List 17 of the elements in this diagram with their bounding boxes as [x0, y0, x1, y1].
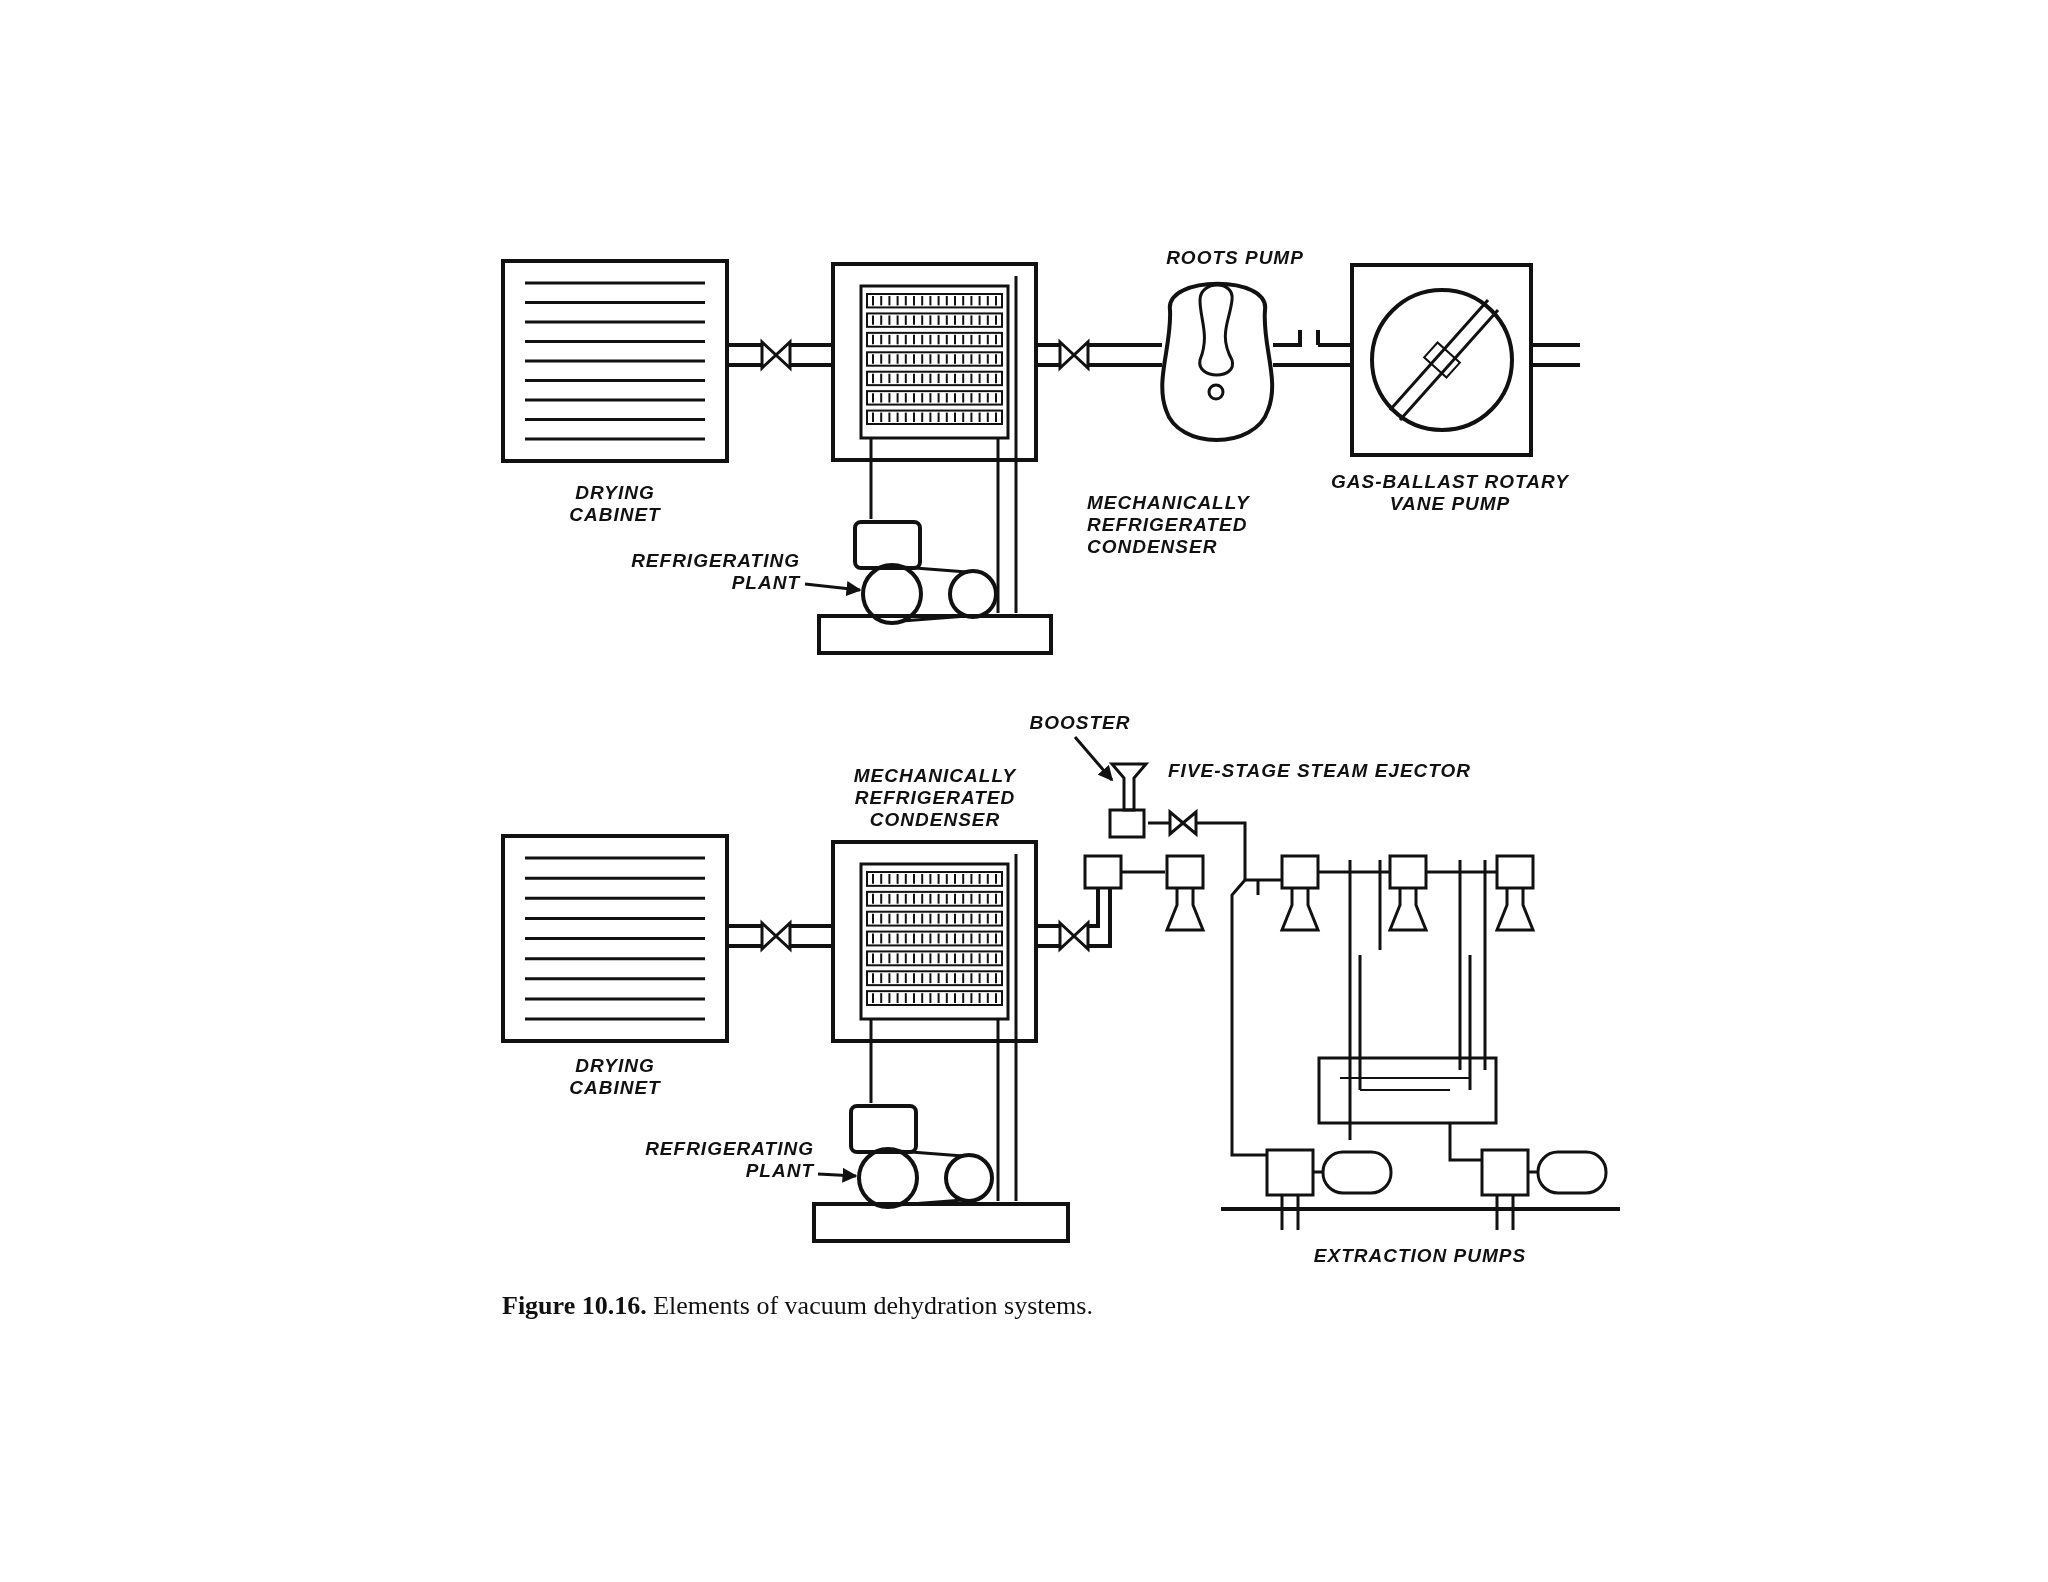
- part-label: DRYING CABINET: [568, 482, 662, 526]
- part-label: EXTRACTION PUMPS: [1312, 1245, 1528, 1267]
- booster-drawing: [1108, 762, 1150, 839]
- part-label: REFRIGERATING PLANT: [600, 550, 800, 594]
- part-label: BOOSTER: [1020, 712, 1140, 734]
- part-label: ROOTS PUMP: [1165, 247, 1305, 269]
- leader-line: [804, 581, 862, 596]
- part-label: MECHANICALLY REFRIGERATED CONDENSER: [852, 765, 1018, 831]
- leader-line: [1073, 736, 1114, 782]
- refrigerating-plant-drawing: [817, 520, 1053, 655]
- part-label: GAS-BALLAST ROTARY VANE PUMP: [1330, 471, 1570, 515]
- part-label: DRYING CABINET: [568, 1055, 662, 1099]
- figure-caption: Figure 10.16. Elements of vacuum dehydration systems.: [502, 1290, 1094, 1322]
- part-label: FIVE-STAGE STEAM EJECTOR: [1168, 760, 1473, 782]
- leader-line: [817, 1167, 858, 1183]
- part-label: MECHANICALLY REFRIGERATED CONDENSER: [1087, 492, 1251, 558]
- part-label: REFRIGERATING PLANT: [600, 1138, 814, 1182]
